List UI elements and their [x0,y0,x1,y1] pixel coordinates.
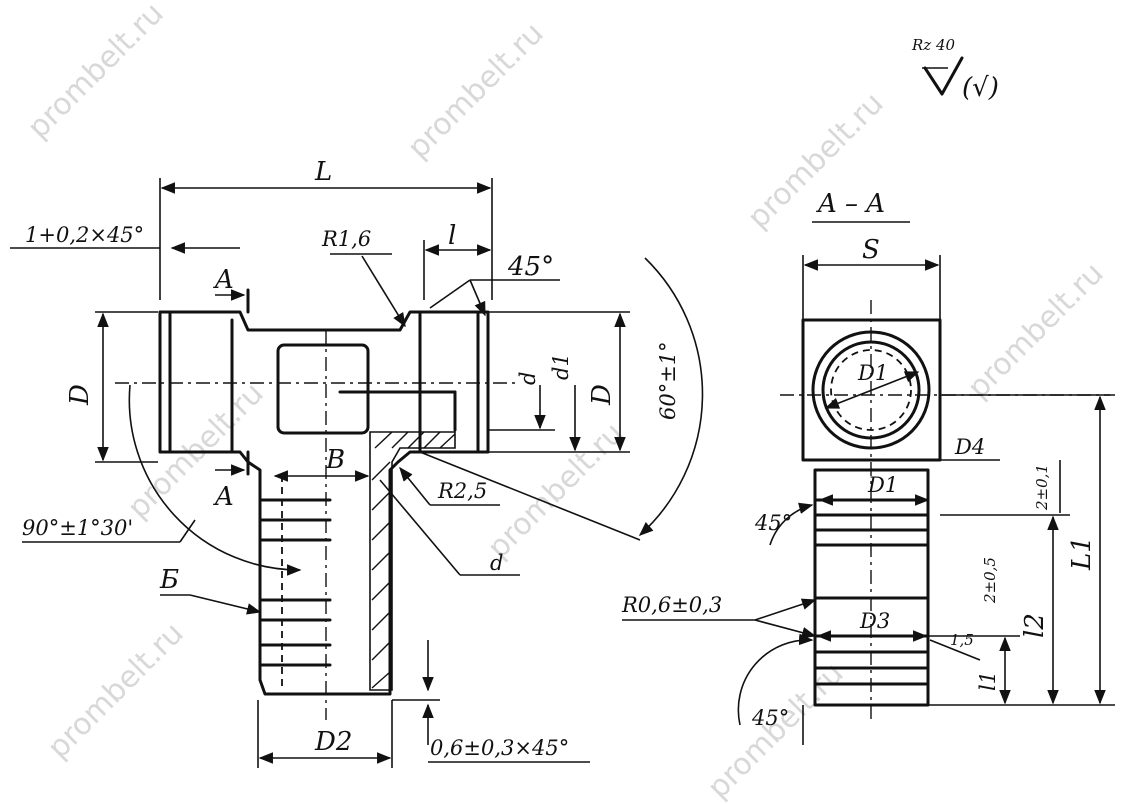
dim-D3: D3 [859,609,890,633]
dim-L: L [314,157,332,187]
radius-section: R0,6±0,3 [621,593,722,617]
dim-D1-top: D1 [857,361,888,385]
dim-line-D1-top [824,371,920,409]
dim-S: S [862,235,880,265]
body-outline [158,310,490,696]
section-mark-top: A [213,265,234,295]
main-view: L 1+0,2×45° A A R1,6 l 45° D [10,157,704,768]
dim-D2: D2 [314,727,352,757]
angle-60: 60°±1° [656,341,680,420]
watermark: prombelt.ru [961,256,1111,406]
leader-line [754,598,817,621]
leader-line [361,255,406,328]
dim-small-d: d [490,551,503,575]
leader-line [189,594,262,615]
dim-L1: L1 [1067,536,1097,571]
section-mark-bottom: A [213,482,234,512]
inner-cavity [276,343,370,435]
watermark: prombelt.ru [481,416,631,566]
angle-arc-60 [638,257,704,536]
angle-45-bottom: 45° [751,706,789,730]
roughness-extra: (√) [962,73,999,103]
dim-a: 2±0,1 [1033,464,1051,511]
leader-line [399,466,431,506]
roughness-check-icon [923,56,964,96]
chamfer-top: 1+0,2×45° [25,223,144,247]
extension-line [419,451,641,541]
angle-arc-45-top [769,502,814,546]
dim-l2: l2 [1020,613,1050,638]
leader-line [179,519,196,543]
angle-arc-45-bottom [737,633,814,726]
dim-b: 2±0,5 [981,557,999,604]
thread-label: Б [159,565,179,595]
watermark: prombelt.ru [21,0,171,146]
leader-line [754,619,817,639]
stem-threads [260,498,332,667]
dim-D4: D4 [954,435,985,459]
leader-line [429,279,471,309]
leader-line [379,479,461,576]
dim-l1: l1 [976,671,1000,691]
angle-90: 90°±1°30' [22,516,133,540]
angle-45-top: 45° [754,511,792,535]
angle-arc-90 [128,384,302,576]
leader-line [929,639,981,661]
section-title: A – A [816,189,885,219]
dim-B: B [325,445,345,475]
hatching [371,431,456,689]
dim-D: D [65,384,95,406]
radius-top: R1,6 [321,227,371,251]
angle-45-top: 45° [507,252,554,282]
watermark: prombelt.ru [41,616,191,766]
dim-l: l [448,221,456,251]
dim-D-right: D [587,384,617,406]
roughness-value: Rz 40 [911,36,956,54]
leader-line [469,279,486,317]
roughness-symbol: Rz 40 (√) [911,36,999,103]
dim-D1-mid: D1 [867,473,898,497]
section-view: A – A S D1 D4 [621,189,1115,745]
radius-mid: R2,5 [437,479,487,503]
watermark: prombelt.ru [401,16,551,166]
chamfer-bottom: 0,6±0,3×45° [430,736,569,760]
dim-d1: d1 [549,353,573,380]
watermark-layer: prombelt.ru prombelt.ru prombelt.ru prom… [21,0,1111,804]
section-region [369,431,456,691]
dim-d: d [516,372,540,385]
dim-c: 1,5 [950,631,974,649]
